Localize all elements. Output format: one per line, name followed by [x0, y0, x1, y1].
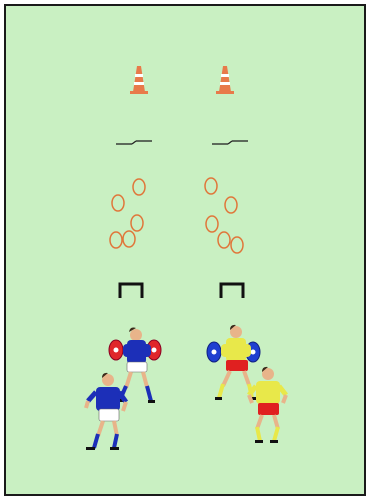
- cone-icon-right: [216, 66, 234, 94]
- hurdle-icon-right: [212, 141, 248, 144]
- training-field: [4, 4, 366, 496]
- agility-rings-right: [205, 178, 243, 253]
- player-yellow-front: [215, 325, 256, 400]
- player-blue-back: [86, 373, 126, 450]
- agility-rings-left: [110, 179, 145, 248]
- hurdle-icon-left: [116, 141, 152, 144]
- mini-goal-left: [120, 284, 142, 298]
- drill-diagram: [6, 6, 368, 498]
- player-blue-front: [116, 328, 155, 404]
- cone-icon-left: [130, 66, 148, 94]
- mini-goal-right: [221, 284, 243, 298]
- player-yellow-back: [249, 367, 286, 443]
